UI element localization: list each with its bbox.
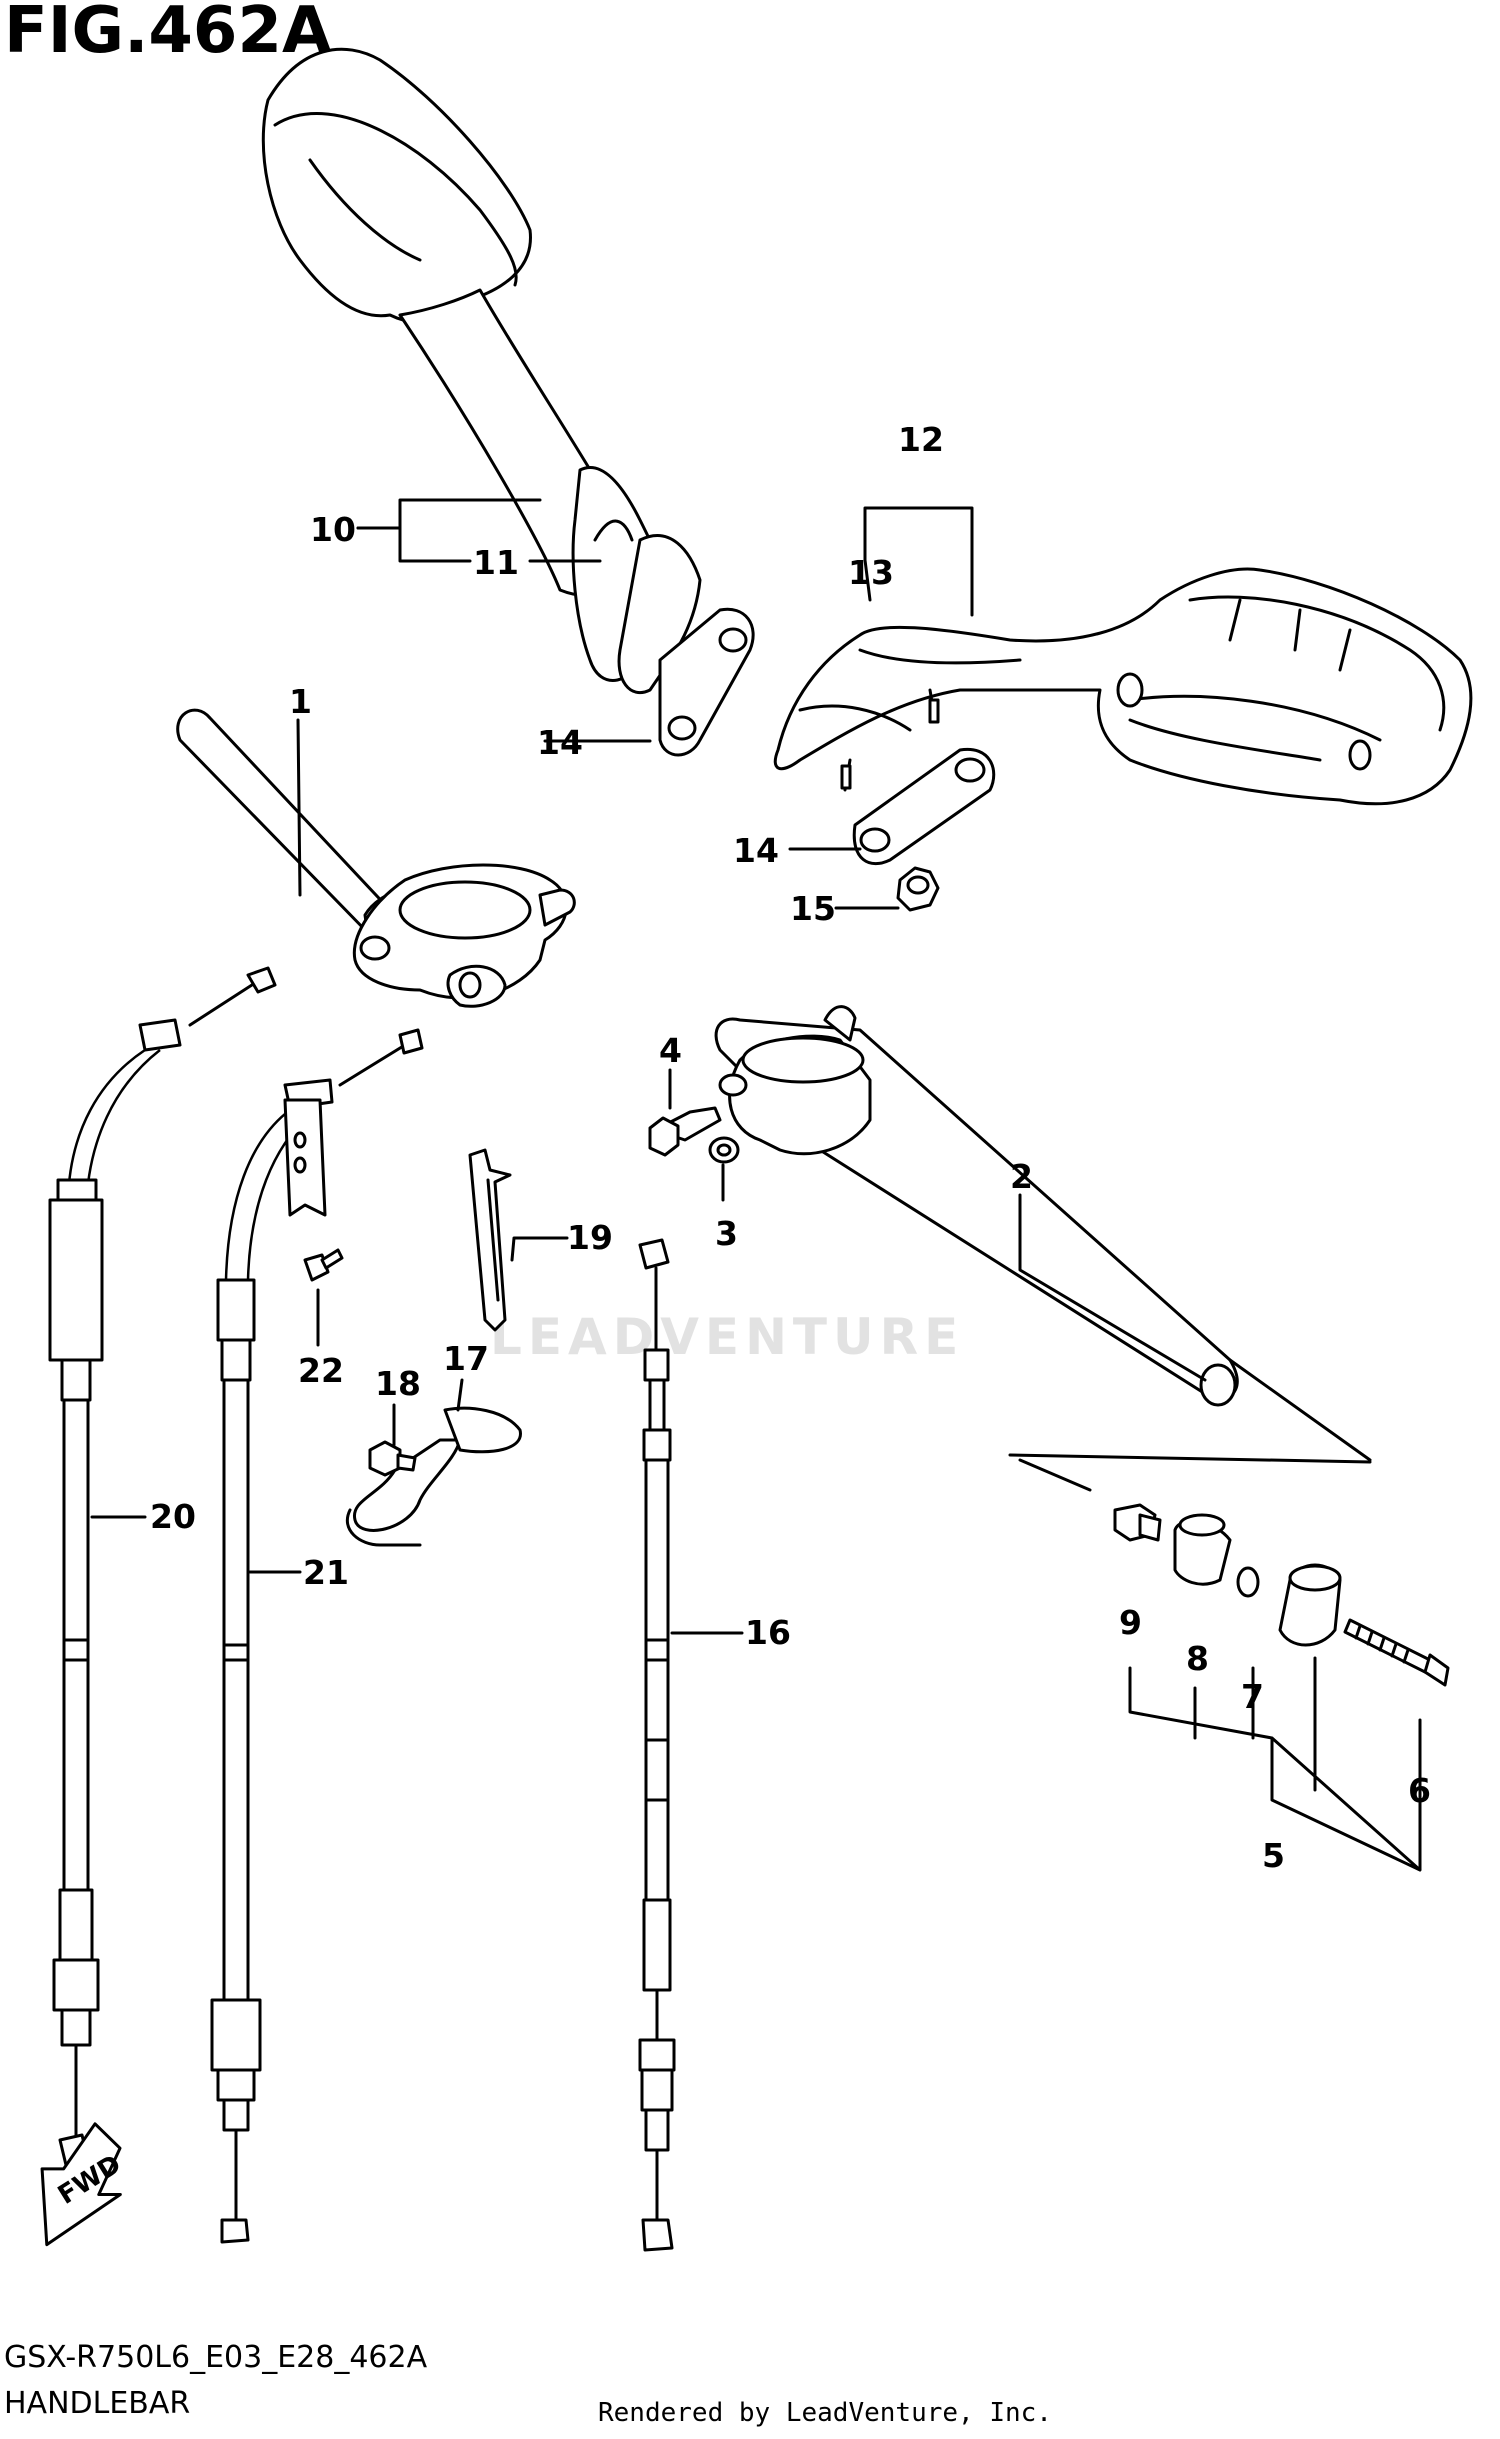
callout-19: 19 — [567, 1218, 613, 1257]
callout-15: 15 — [790, 889, 836, 928]
cable-guide-19 — [468, 1148, 512, 1332]
callout-22: 22 — [298, 1351, 344, 1390]
callout-17: 17 — [443, 1339, 489, 1378]
throttle-cable-21 — [210, 1028, 424, 2244]
group-name: HANDLEBAR — [4, 2386, 191, 2421]
mirror-bracket-right — [852, 747, 996, 866]
cable-clamp-17 — [345, 1406, 522, 1547]
callout-9: 9 — [1119, 1603, 1142, 1642]
callout-4: 4 — [659, 1031, 682, 1070]
throttle-cable-20 — [48, 966, 277, 2167]
bolt-4 — [648, 1106, 722, 1157]
callout-3: 3 — [715, 1214, 738, 1253]
figure-title: FIG.462A — [4, 0, 332, 68]
render-credit: Rendered by LeadVenture, Inc. — [598, 2398, 1052, 2428]
callout-5: 5 — [1262, 1836, 1285, 1875]
callout-2: 2 — [1010, 1157, 1033, 1196]
right-mirror — [773, 567, 1473, 806]
bolt-18 — [368, 1440, 417, 1477]
callout-14a: 14 — [537, 723, 583, 762]
callout-numbers: 10 11 12 13 1 14 14 15 4 2 3 19 22 17 18… — [150, 420, 1431, 1875]
callout-10: 10 — [310, 510, 356, 549]
collar-3 — [708, 1136, 740, 1164]
callout-6: 6 — [1408, 1771, 1431, 1810]
callout-21: 21 — [303, 1553, 349, 1592]
callout-1: 1 — [289, 682, 312, 721]
callout-20: 20 — [150, 1497, 196, 1536]
callout-8: 8 — [1186, 1639, 1209, 1678]
callout-12: 12 — [898, 420, 944, 459]
callout-11: 11 — [473, 543, 519, 582]
handlebar-right — [714, 1005, 1239, 1407]
model-code: GSX-R750L6_E03_E28_462A — [4, 2340, 428, 2375]
mirror-bracket-left — [658, 607, 755, 757]
watermark: LEADVENTURE — [490, 1308, 965, 1366]
leader-lines — [90, 498, 1207, 1635]
screw-22 — [303, 1248, 344, 1282]
callout-16: 16 — [745, 1613, 791, 1652]
callout-7: 7 — [1241, 1677, 1264, 1716]
nut-15 — [896, 866, 940, 912]
left-mirror — [261, 47, 702, 694]
callout-18: 18 — [375, 1364, 421, 1403]
balancer-set — [1008, 1358, 1450, 1872]
clutch-cable-16 — [638, 1238, 676, 2252]
callout-14b: 14 — [733, 831, 779, 870]
callout-13: 13 — [848, 553, 894, 592]
handlebar-left — [176, 708, 576, 1008]
